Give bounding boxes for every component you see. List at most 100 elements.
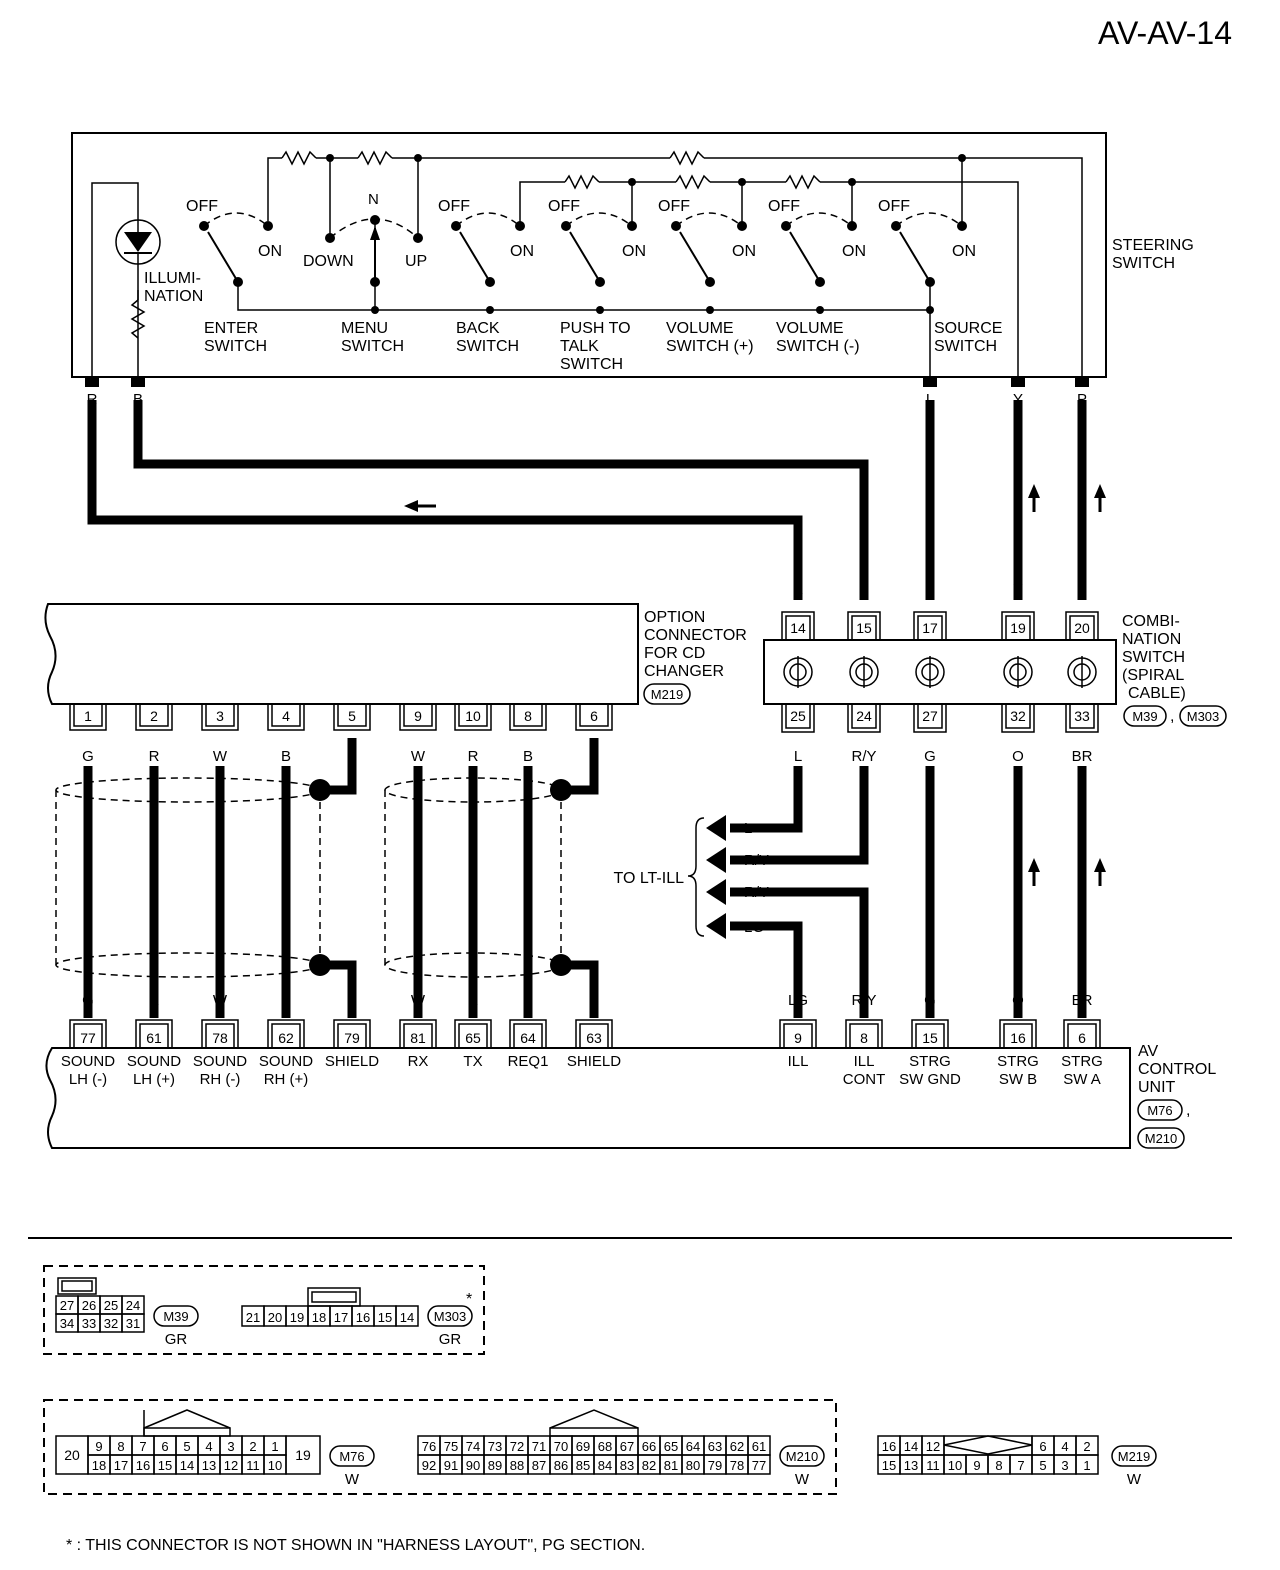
option-wire-color: R — [149, 748, 160, 765]
pos-off-label: OFF — [438, 198, 470, 215]
connector-cell: 19 — [290, 1310, 304, 1325]
menu-pos-up: UP — [405, 253, 427, 270]
steering-terminal-color: P — [1077, 391, 1087, 408]
av-pin-name: SOUND — [193, 1053, 247, 1070]
av-pin: 62 — [278, 1030, 294, 1046]
connector-cell: 14 — [400, 1310, 414, 1325]
connector-cell: 7 — [1017, 1458, 1024, 1473]
connector-cell: 74 — [466, 1439, 480, 1454]
switch-name-line: PUSH TO — [560, 320, 631, 337]
connector-cell: 6 — [1039, 1439, 1046, 1454]
connector-badge-m219: M219 — [643, 683, 691, 705]
connector-cell: 20 — [268, 1310, 282, 1325]
menu-pos-down: DOWN — [303, 253, 354, 270]
connector-cell: 13 — [202, 1458, 216, 1473]
connector-cell: 8 — [117, 1439, 124, 1454]
option-pin: 10 — [465, 708, 481, 724]
switch-name-line: VOLUME — [776, 320, 844, 337]
flow-arrow-up-icon — [1028, 858, 1106, 886]
connector-cell: 66 — [642, 1439, 656, 1454]
option-wire-color: W — [411, 748, 426, 765]
connector-cell: 82 — [642, 1458, 656, 1473]
combi-label-4: (SPIRAL — [1122, 667, 1184, 684]
av-pin-name: STRG — [1061, 1053, 1103, 1070]
option-label-4: CHANGER — [644, 663, 724, 680]
connector-cell: 11 — [926, 1458, 940, 1473]
option-label-3: FOR CD — [644, 645, 705, 662]
connector-cell: 77 — [752, 1458, 766, 1473]
combi-bottom-pin: 24 — [856, 708, 872, 724]
menu-pos-n: N — [368, 191, 379, 208]
connector-badge-m39: M39 — [1123, 705, 1167, 727]
av-label-2: CONTROL — [1138, 1061, 1216, 1078]
av-pin-name: SHIELD — [567, 1053, 621, 1070]
av-pin: 65 — [465, 1030, 481, 1046]
pos-on-label: ON — [732, 243, 756, 260]
switch-name-line: SWITCH (+) — [666, 338, 754, 355]
combi-label-3: SWITCH — [1122, 649, 1185, 666]
av-pin-name: STRG — [909, 1053, 951, 1070]
connector-id: M76 — [339, 1449, 364, 1464]
av-pin-name: TX — [463, 1053, 482, 1070]
spiral-cable-icon — [783, 656, 813, 688]
combi-bottom-color: L — [794, 748, 802, 765]
connector-cell: 14 — [180, 1458, 194, 1473]
combi-top-pin: 20 — [1074, 620, 1090, 636]
connector-cell: 5 — [1039, 1458, 1046, 1473]
switch-name-line: SWITCH — [560, 356, 623, 373]
asterisk-mark: * — [466, 1291, 472, 1308]
av-pin-name: SW A — [1063, 1071, 1101, 1088]
harness-lower: TO LT-ILL L R/Y R/Y LG — [55, 738, 1106, 1018]
connector-cell: 11 — [246, 1458, 260, 1473]
connector-badge-m210: M210 — [1137, 1127, 1185, 1149]
connector-cell: 8 — [995, 1458, 1002, 1473]
combi-bottom-color: O — [1012, 748, 1024, 765]
combi-top-color: R — [793, 581, 804, 598]
av-pin-name: RH (+) — [264, 1071, 309, 1088]
connector-cell: 79 — [708, 1458, 722, 1473]
connector-cell: 17 — [114, 1458, 128, 1473]
footnote: * : THIS CONNECTOR IS NOT SHOWN IN "HARN… — [66, 1537, 645, 1554]
svg-text:M210: M210 — [1145, 1131, 1178, 1146]
combi-label-1: COMBI- — [1122, 613, 1180, 630]
av-pin-name: SW GND — [899, 1071, 961, 1088]
connector-id: M210 — [786, 1449, 819, 1464]
switch-name-line: BACK — [456, 320, 500, 337]
connector-cell: 6 — [161, 1439, 168, 1454]
combi-top-color: Y — [1013, 581, 1023, 598]
switch-name-line: SWITCH — [456, 338, 519, 355]
switch-name-line: SWITCH — [341, 338, 404, 355]
option-wire-color: R — [468, 748, 479, 765]
connector-cell: 4 — [1061, 1439, 1068, 1454]
av-pin: 15 — [922, 1030, 938, 1046]
illumination-label-1: ILLUMI- — [144, 270, 201, 287]
connector-cell: 32 — [104, 1316, 118, 1331]
av-wire-color: R — [149, 992, 160, 1009]
connector-cell: 27 — [60, 1298, 74, 1313]
steering-switch-label-2: SWITCH — [1112, 255, 1175, 272]
av-pin: 9 — [794, 1030, 802, 1046]
connector-cell: 78 — [730, 1458, 744, 1473]
illumination-led-icon — [115, 219, 161, 300]
av-wire-color: O — [1012, 992, 1024, 1009]
connector-cell: 89 — [488, 1458, 502, 1473]
connector-cell: 15 — [378, 1310, 392, 1325]
connector-cell: 85 — [576, 1458, 590, 1473]
connector-cell: 64 — [686, 1439, 700, 1454]
spiral-cable-icon — [1067, 656, 1097, 688]
steering-terminal-color: B — [133, 391, 143, 408]
connector-color: W — [345, 1471, 360, 1488]
option-pin: 8 — [524, 708, 532, 724]
combi-bottom-color: R/Y — [851, 748, 876, 765]
switch-name-line: MENU — [341, 320, 388, 337]
